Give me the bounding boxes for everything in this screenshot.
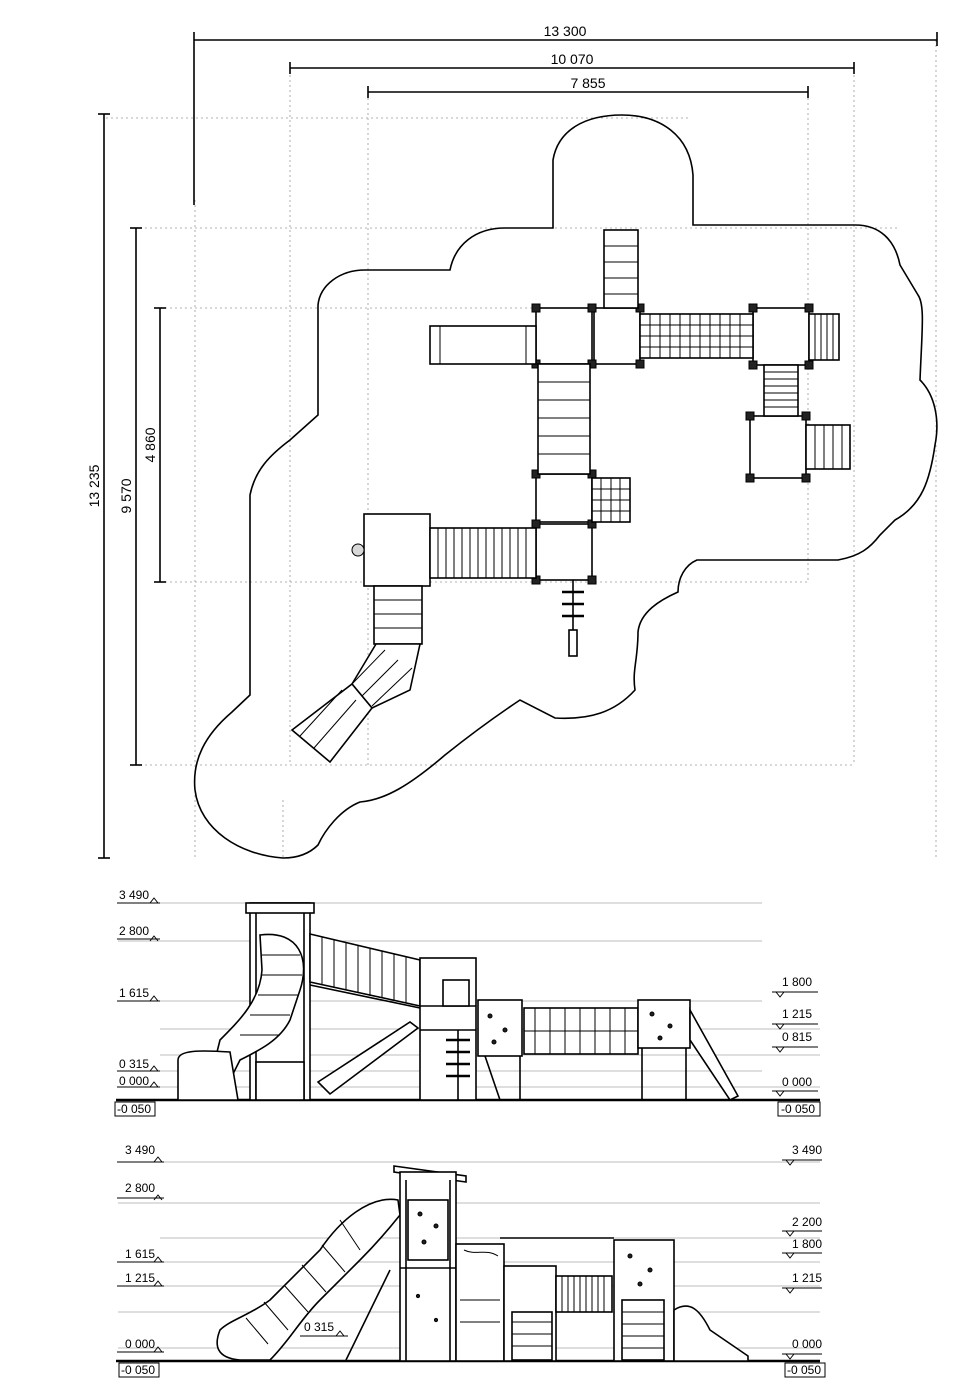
platforms	[363, 307, 810, 587]
ladder-side-small	[591, 477, 631, 523]
svg-text:0 815: 0 815	[782, 1030, 812, 1044]
width-dimensions: 13 300 10 070 7 855	[193, 23, 938, 205]
platform-top-left	[535, 307, 593, 365]
platform-posts	[531, 303, 814, 585]
svg-text:1 615: 1 615	[119, 986, 149, 1000]
dim-13300: 13 300	[544, 23, 587, 39]
svg-text:2 800: 2 800	[125, 1181, 155, 1195]
tube-slide-plan	[290, 585, 423, 764]
svg-text:-0 050: -0 050	[787, 1363, 821, 1377]
front-right-structures	[477, 999, 740, 1102]
net-bridge	[639, 313, 754, 359]
tower-slide-top	[363, 513, 431, 587]
bridge-vertical	[763, 364, 799, 417]
front-slide-tower	[177, 902, 315, 1101]
step-ladder-south	[562, 580, 584, 657]
svg-text:1 800: 1 800	[792, 1237, 822, 1251]
dim-9570: 9 570	[118, 478, 134, 513]
safety-zone-outline	[193, 114, 938, 859]
dim-4860: 4 860	[142, 427, 158, 462]
tunnel-bridge	[429, 527, 537, 579]
front-right-levels: 1 800 1 215 0 815 0 000 -0 050	[772, 975, 821, 1117]
svg-text:0 000: 0 000	[119, 1074, 149, 1088]
side-right-levels: 3 490 2 200 1 800 1 215 0 000 -0 050	[782, 1143, 826, 1378]
ramp-west	[429, 325, 537, 365]
svg-text:3 490: 3 490	[119, 888, 149, 902]
svg-text:0 000: 0 000	[125, 1337, 155, 1351]
svg-text:-0 050: -0 050	[781, 1102, 815, 1116]
svg-text:2 800: 2 800	[119, 924, 149, 938]
svg-text:1 215: 1 215	[782, 1007, 812, 1021]
svg-text:-0 050: -0 050	[117, 1102, 151, 1116]
side-elevation: 3 490 2 800 1 615 1 215 0 000 -0 050 0 3…	[116, 1143, 826, 1378]
ladder-north	[603, 229, 639, 309]
dim-7855: 7 855	[570, 75, 605, 91]
svg-text:2 200: 2 200	[792, 1215, 822, 1229]
plan-view: 13 300 10 070 7 855 13 235 9 570 4 860	[86, 23, 938, 860]
side-middle-structures	[455, 1237, 749, 1362]
height-dimensions: 13 235 9 570 4 860	[86, 113, 166, 859]
svg-text:1 615: 1 615	[125, 1247, 155, 1261]
front-central-tower	[419, 957, 477, 1101]
svg-text:1 215: 1 215	[125, 1271, 155, 1285]
svg-text:0 315: 0 315	[119, 1057, 149, 1071]
front-left-levels: 3 490 2 800 1 615 0 315 0 000 -0 050	[114, 888, 160, 1117]
svg-text:0 000: 0 000	[782, 1075, 812, 1089]
platform-center	[535, 473, 593, 523]
ladder-east	[808, 313, 840, 361]
platform-right	[752, 307, 810, 366]
svg-text:3 490: 3 490	[125, 1143, 155, 1157]
platform-far-right	[749, 415, 807, 479]
platform-top-mid	[593, 307, 641, 365]
front-elevation: 3 490 2 800 1 615 0 315 0 000 -0 050 1 8…	[114, 888, 821, 1117]
svg-text:-0 050: -0 050	[121, 1363, 155, 1377]
svg-text:1 215: 1 215	[792, 1271, 822, 1285]
side-tall-tower	[393, 1165, 467, 1362]
ladder-far-right	[805, 424, 851, 470]
platform-bottom	[535, 523, 593, 581]
svg-text:0 000: 0 000	[792, 1337, 822, 1351]
side-tube-slide	[216, 1198, 401, 1361]
svg-text:0 315: 0 315	[304, 1320, 334, 1334]
svg-text:3 490: 3 490	[792, 1143, 822, 1157]
ladder-central	[537, 363, 591, 475]
side-left-levels: 3 490 2 800 1 615 1 215 0 000 -0 050 0 3…	[117, 1143, 348, 1378]
front-inclined-bridge	[309, 932, 421, 1096]
dim-10070: 10 070	[551, 51, 594, 67]
svg-text:1 800: 1 800	[782, 975, 812, 989]
dim-13235: 13 235	[86, 464, 102, 507]
